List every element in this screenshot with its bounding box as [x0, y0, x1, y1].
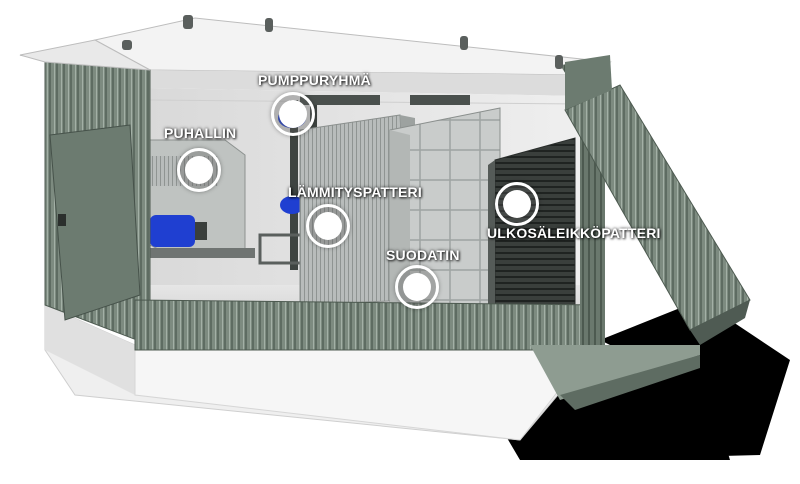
hotspot-dot: [503, 190, 531, 218]
hotspot-suodatin[interactable]: [395, 265, 439, 309]
hotspot-puhallin[interactable]: [177, 148, 221, 192]
hotspot-dot: [279, 100, 307, 128]
lifting-lugs: [122, 15, 563, 69]
hotspot-dot: [403, 273, 431, 301]
front-wall: [134, 299, 601, 351]
base-plinth: [44, 304, 602, 441]
label-lammityspatteri: LÄMMITYSPATTERI: [288, 184, 422, 200]
front-platform: [530, 345, 700, 410]
right-end-wall: [560, 55, 751, 350]
hotspot-dot: [314, 212, 342, 240]
hotspot-dot: [185, 156, 213, 184]
hotspot-pumppuryhma[interactable]: [271, 92, 315, 136]
label-puhallin: PUHALLIN: [164, 125, 237, 141]
label-pumppuryhma: PUMPPURYHMÄ: [258, 72, 371, 88]
label-suodatin: SUODATIN: [386, 247, 460, 263]
hotspot-lammityspatteri[interactable]: [306, 204, 350, 248]
open-door: [49, 124, 141, 321]
hotspot-ulkosaleikkopatteri[interactable]: [495, 182, 539, 226]
label-ulkosaleikkopatteri: ULKOSÄLEIKKÖPATTERI: [487, 225, 661, 241]
